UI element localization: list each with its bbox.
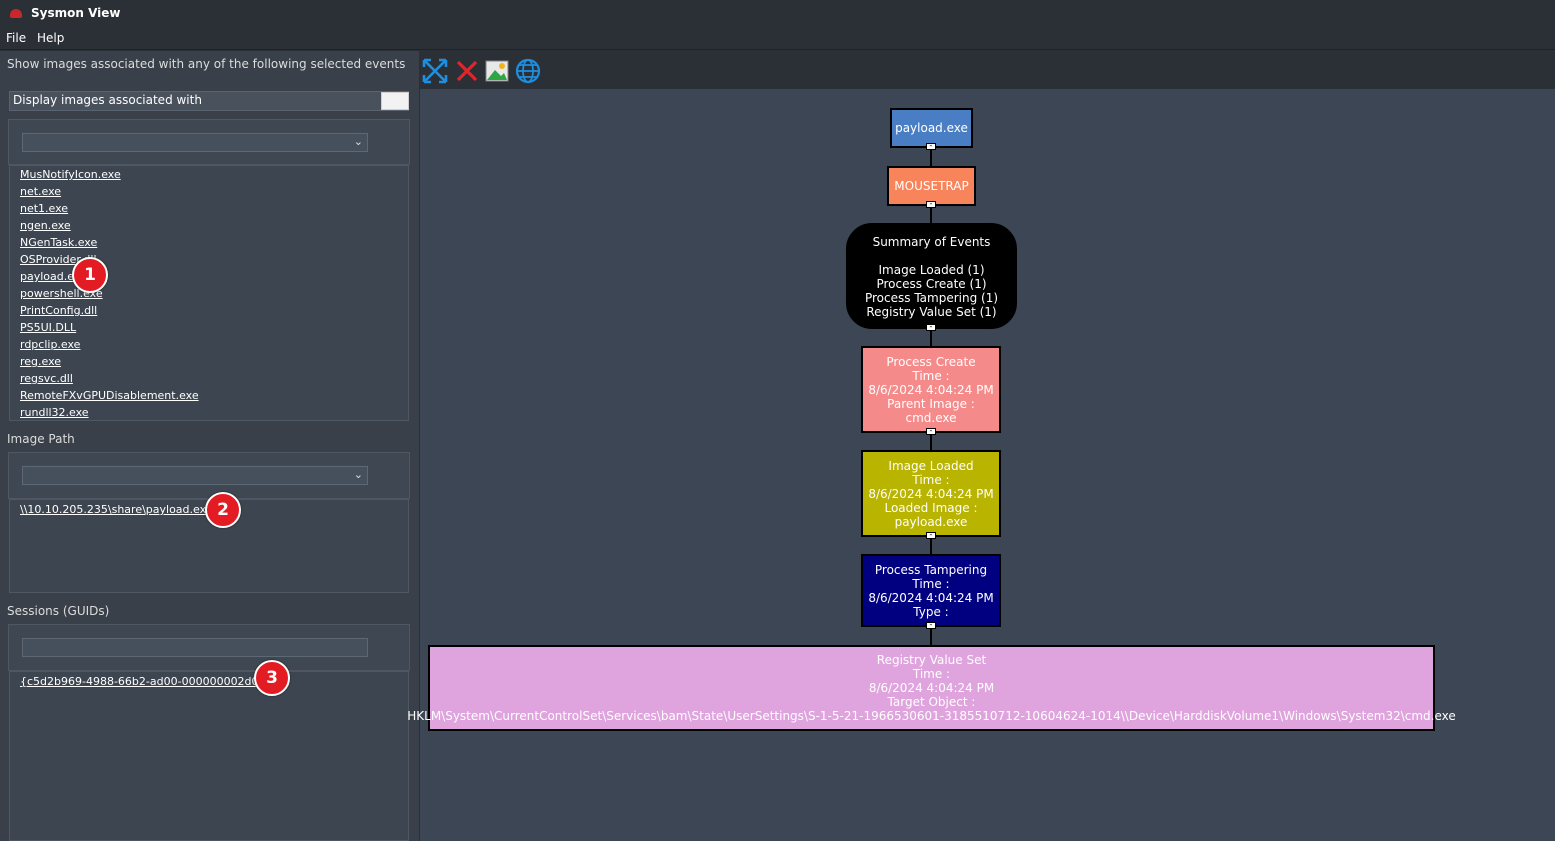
edge-connector bbox=[930, 432, 932, 451]
collapse-handle-icon[interactable]: - bbox=[926, 323, 936, 331]
images-list: MusNotifyIcon.exe net.exe net1.exe ngen.exe… bbox=[9, 165, 409, 421]
node-line: Process Tampering bbox=[874, 562, 988, 577]
collapse-handle-icon[interactable]: - bbox=[926, 200, 936, 208]
session-guid-link[interactable]: {c5d2b969-4988-66b2-ad00-000000002d01} bbox=[20, 675, 273, 688]
image-icon[interactable] bbox=[484, 58, 510, 84]
display-associated-label: Display images associated with bbox=[13, 93, 202, 107]
app-icon bbox=[10, 9, 22, 18]
summary-line: Process Create (1) bbox=[876, 277, 987, 291]
chevron-down-icon: ⌄ bbox=[353, 135, 363, 148]
image-list-item[interactable]: payload.exe bbox=[20, 270, 87, 283]
image-list-item[interactable]: rdpclip.exe bbox=[20, 338, 81, 351]
node-line: Time : bbox=[912, 368, 950, 383]
collapse-handle-icon[interactable]: - bbox=[926, 427, 936, 435]
node-line: 8/6/2024 4:04:24 PM bbox=[868, 590, 994, 605]
collapse-handle-icon[interactable]: - bbox=[926, 142, 936, 150]
node-line: 8/6/2024 4:04:24 PM bbox=[868, 486, 994, 501]
node-process-create[interactable]: Process Create Time : 8/6/2024 4:04:24 P… bbox=[861, 346, 1001, 433]
node-line: 8/6/2024 4:04:24 PM bbox=[868, 681, 995, 695]
edge-connector bbox=[930, 205, 932, 224]
image-path-link[interactable]: \\10.10.205.235\share\payload.exe bbox=[20, 503, 213, 516]
image-list-item[interactable]: net1.exe bbox=[20, 202, 69, 215]
sessions-search-field[interactable] bbox=[22, 638, 368, 657]
image-list-item[interactable]: regsvc.dll bbox=[20, 372, 73, 385]
summary-line: Image Loaded (1) bbox=[878, 263, 985, 277]
image-list-item[interactable]: ngen.exe bbox=[20, 219, 71, 232]
image-list-item[interactable]: reg.exe bbox=[20, 355, 62, 368]
display-associated-toggle[interactable] bbox=[381, 92, 409, 110]
callout-badge-1: 1 bbox=[72, 257, 108, 293]
toolbar bbox=[420, 51, 1555, 89]
image-list-item[interactable]: rundll32.exe bbox=[20, 406, 89, 419]
summary-title: Summary of Events bbox=[872, 235, 991, 249]
node-registry-value-set[interactable]: Registry Value Set Time : 8/6/2024 4:04:… bbox=[407, 645, 1456, 731]
collapse-handle-icon[interactable]: - bbox=[926, 621, 936, 629]
node-line: Time : bbox=[912, 472, 950, 487]
callout-badge-3: 3 bbox=[254, 660, 290, 696]
images-filter-combo[interactable]: ⌄ bbox=[22, 133, 368, 152]
image-list-item[interactable]: RemoteFXvGPUDisablement.exe bbox=[20, 389, 199, 402]
edge-connector bbox=[930, 147, 932, 166]
sessions-label: Sessions (GUIDs) bbox=[7, 604, 110, 618]
title-bar bbox=[0, 0, 1555, 28]
node-label: MOUSETRAP bbox=[894, 179, 969, 193]
menu-file[interactable]: File bbox=[6, 31, 27, 45]
sessions-list: {c5d2b969-4988-66b2-ad00-000000002d01} bbox=[9, 671, 409, 841]
node-image-loaded[interactable]: Image Loaded Time : 8/6/2024 4:04:24 PM … bbox=[861, 450, 1001, 537]
node-line: Process Create bbox=[886, 354, 976, 369]
node-mousetrap[interactable]: MOUSETRAP bbox=[887, 166, 976, 206]
window-title: Sysmon View bbox=[31, 6, 121, 20]
edge-connector bbox=[930, 536, 932, 555]
globe-icon[interactable] bbox=[515, 58, 541, 84]
image-path-combo[interactable]: ⌄ bbox=[22, 466, 368, 485]
node-label: payload.exe bbox=[895, 121, 968, 135]
image-list-item[interactable]: PrintConfig.dll bbox=[20, 304, 98, 317]
node-process-tampering[interactable]: Process Tampering Time : 8/6/2024 4:04:2… bbox=[861, 554, 1001, 627]
image-list-item[interactable]: MusNotifyIcon.exe bbox=[20, 168, 121, 181]
clear-icon[interactable] bbox=[454, 58, 480, 84]
node-line: Time : bbox=[912, 667, 951, 681]
image-list-item[interactable]: NGenTask.exe bbox=[20, 236, 98, 249]
node-line: Target Object : bbox=[887, 695, 976, 709]
menu-help[interactable]: Help bbox=[37, 31, 65, 45]
image-list-item[interactable]: PS5UI.DLL bbox=[20, 321, 77, 334]
edge-connector bbox=[930, 626, 932, 645]
events-heading: Show images associated with any of the f… bbox=[7, 57, 406, 71]
chevron-down-icon: ⌄ bbox=[353, 468, 363, 481]
summary-line: Registry Value Set (1) bbox=[866, 305, 997, 319]
node-line: Parent Image : bbox=[887, 396, 975, 411]
node-payload-exe[interactable]: payload.exe bbox=[890, 108, 973, 148]
node-line: payload.exe bbox=[894, 514, 968, 529]
node-line: Registry Value Set bbox=[876, 653, 987, 667]
node-line: Image Loaded bbox=[888, 458, 974, 473]
node-line: Loaded Image : bbox=[884, 500, 978, 515]
node-line: 8/6/2024 4:04:24 PM bbox=[868, 382, 994, 397]
collapse-handle-icon[interactable]: - bbox=[926, 531, 936, 539]
node-line: Type : bbox=[913, 604, 949, 619]
callout-badge-2: 2 bbox=[205, 492, 241, 528]
image-list-item[interactable]: net.exe bbox=[20, 185, 62, 198]
node-line: Time : bbox=[912, 576, 950, 591]
edge-connector bbox=[930, 328, 932, 347]
image-path-label: Image Path bbox=[7, 432, 75, 446]
node-summary-of-events[interactable]: Summary of Events Image Loaded (1) Proce… bbox=[846, 223, 1017, 329]
node-line: HKLM\System\CurrentControlSet\Services\b… bbox=[407, 709, 1456, 723]
expand-icon[interactable] bbox=[422, 58, 448, 84]
menu-bar bbox=[0, 28, 1555, 50]
node-line: cmd.exe bbox=[905, 410, 957, 425]
summary-line: Process Tampering (1) bbox=[864, 291, 999, 305]
